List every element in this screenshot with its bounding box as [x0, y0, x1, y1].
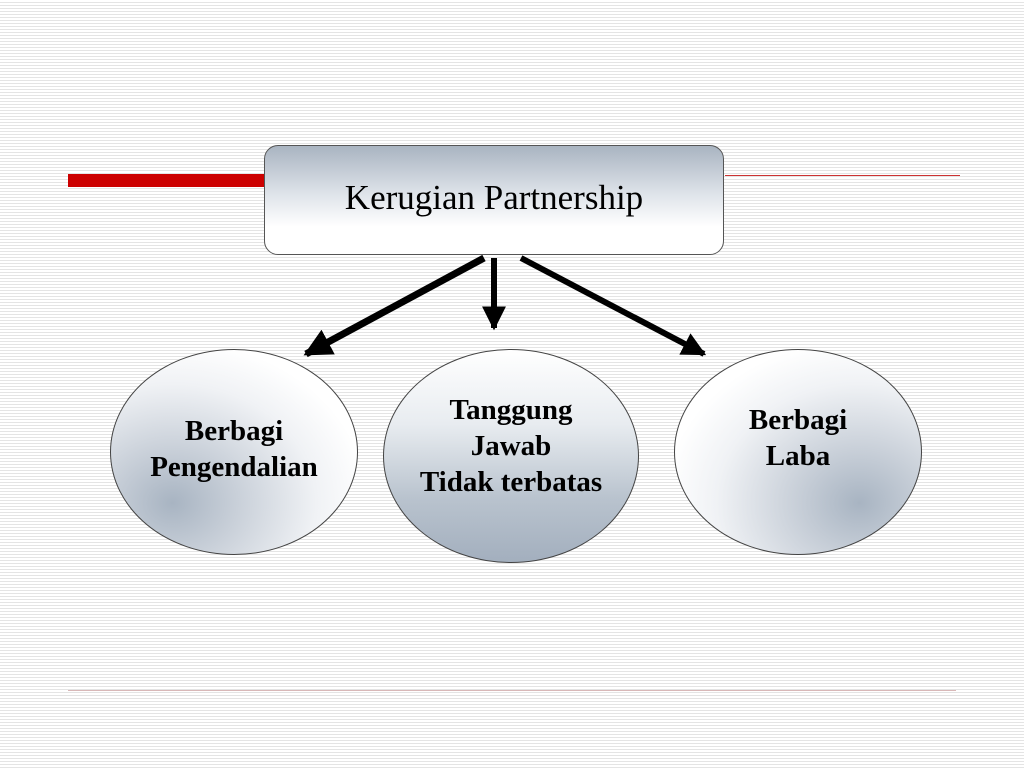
- title-box: Kerugian Partnership: [264, 145, 724, 255]
- node-label: Tanggung Jawab Tidak terbatas: [419, 393, 603, 499]
- arrow-left: [303, 254, 486, 358]
- node-label: Berbagi Pengendalian: [150, 414, 318, 483]
- node-tanggung-jawab: Tanggung Jawab Tidak terbatas: [383, 349, 639, 563]
- node-berbagi-pengendalian: Berbagi Pengendalian: [110, 349, 358, 555]
- node-label: Berbagi Laba: [748, 403, 848, 472]
- node-berbagi-laba: Berbagi Laba: [674, 349, 922, 555]
- footer-line: [68, 690, 956, 691]
- title-text: Kerugian Partnership: [344, 178, 644, 217]
- arrow-right: [519, 255, 707, 357]
- accent-line: [725, 175, 960, 176]
- accent-bar: [68, 174, 268, 187]
